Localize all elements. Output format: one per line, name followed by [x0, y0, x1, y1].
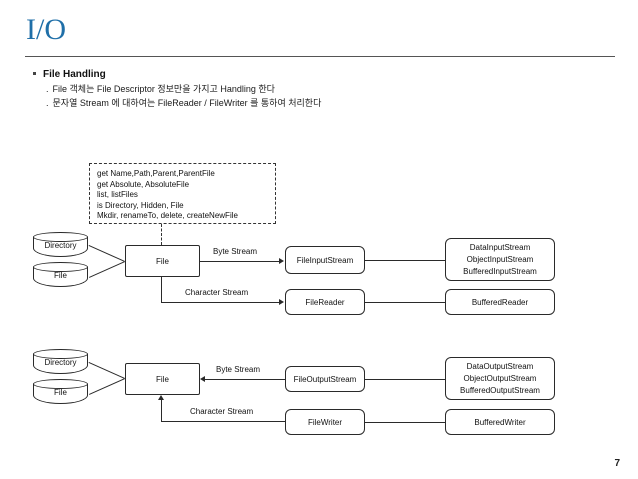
- output-edge-directory-to-file: [88, 362, 125, 379]
- output-node-objectoutputstream-label: ObjectOutputStream: [463, 373, 537, 383]
- bullet-sub-1-label: File 객체는 File Descriptor 정보만을 가지고 Handli…: [52, 84, 275, 94]
- page-title: I/O: [26, 13, 66, 46]
- output-connector-char-stage3: [365, 422, 445, 423]
- output-node-filewriter-label: FileWriter: [307, 417, 343, 427]
- file-methods-line-4: is Directory, Hidden, File: [97, 200, 184, 210]
- output-center-file-node: File: [125, 363, 200, 395]
- input-node-datainputstream-label: DataInputStream: [469, 242, 531, 252]
- output-node-decorator-streams: DataOutputStream ObjectOutputStream Buff…: [445, 357, 555, 400]
- bullet-sub-2: .문자열 Stream 에 대하여는 FileReader / FileWrit…: [46, 97, 321, 109]
- input-character-stream-arrowhead: [279, 299, 284, 305]
- input-byte-stream-line: [200, 261, 280, 262]
- input-center-file-label: File: [156, 256, 169, 266]
- input-byte-stream-arrowhead: [279, 258, 284, 264]
- cylinder-top: [33, 379, 88, 389]
- bullet-dot-icon-1: .: [46, 84, 49, 94]
- bullet-square-icon: [33, 71, 36, 75]
- output-byte-stream-line: [205, 379, 285, 380]
- output-source-file-label: File: [54, 388, 67, 397]
- input-node-bufferedreader: BufferedReader: [445, 289, 555, 315]
- cylinder-top: [33, 262, 88, 272]
- cylinder-body: [33, 354, 88, 374]
- output-node-fileoutputstream: FileOutputStream: [285, 366, 365, 392]
- input-source-directory-label: Directory: [44, 241, 77, 250]
- bullet-dot-icon-2: .: [46, 98, 49, 108]
- input-connector-char-stage3: [365, 302, 445, 303]
- output-source-file: File: [33, 379, 90, 406]
- input-node-fileinputstream-label: FileInputStream: [296, 255, 354, 265]
- bullet-file-handling: File Handling: [33, 68, 106, 81]
- output-source-directory: Directory: [33, 349, 90, 376]
- input-character-stream-vline: [161, 277, 162, 303]
- output-center-file-label: File: [156, 374, 169, 384]
- file-methods-line-3: list, listFiles: [97, 190, 138, 200]
- input-node-bufferedinputstream-label: BufferedInputStream: [463, 266, 537, 276]
- methods-box-connector: [161, 224, 162, 245]
- input-edge-file-to-file: [89, 261, 126, 278]
- input-connector-byte-stage3: [365, 260, 445, 261]
- input-source-file: File: [33, 262, 90, 289]
- input-node-filereader: FileReader: [285, 289, 365, 315]
- input-node-fileinputstream: FileInputStream: [285, 246, 365, 274]
- input-source-file-label: File: [54, 271, 67, 280]
- cylinder-body: [33, 267, 88, 287]
- file-methods-line-1: get Name,Path,Parent,ParentFile: [97, 169, 215, 178]
- input-byte-stream-label: Byte Stream: [213, 247, 258, 256]
- cylinder-top: [33, 232, 88, 242]
- input-node-filereader-label: FileReader: [305, 297, 345, 307]
- bullet-sub-2-label: 문자열 Stream 에 대하여는 FileReader / FileWrite…: [52, 98, 322, 108]
- input-center-file-node: File: [125, 245, 200, 277]
- output-node-bufferedoutputstream-label: BufferedOutputStream: [460, 385, 540, 395]
- output-node-dataoutputstream-label: DataOutputStream: [466, 361, 534, 371]
- output-character-stream-label: Character Stream: [190, 407, 254, 416]
- output-character-stream-vline: [161, 400, 162, 421]
- cylinder-top: [33, 349, 88, 359]
- output-node-bufferedwriter: BufferedWriter: [445, 409, 555, 435]
- input-node-bufferedreader-label: BufferedReader: [471, 297, 529, 307]
- output-source-directory-label: Directory: [44, 358, 77, 367]
- page-number: 7: [614, 458, 620, 469]
- output-connector-byte-stage3: [365, 379, 445, 380]
- input-node-decorator-streams: DataInputStream ObjectInputStream Buffer…: [445, 238, 555, 281]
- output-character-stream-arrowhead: [158, 395, 164, 400]
- output-edge-file-to-file: [89, 378, 126, 395]
- bullet-file-handling-label: File Handling: [43, 69, 106, 80]
- output-node-bufferedwriter-label: BufferedWriter: [474, 417, 526, 427]
- input-character-stream-label: Character Stream: [185, 288, 249, 297]
- file-methods-line-5: Mkdir, renameTo, delete, createNewFile: [97, 211, 238, 221]
- file-methods-line-2: get Absolute, AbsoluteFile: [97, 179, 190, 189]
- cylinder-body: [33, 384, 88, 404]
- cylinder-body: [33, 237, 88, 257]
- output-node-fileoutputstream-label: FileOutputStream: [293, 374, 357, 384]
- input-edge-directory-to-file: [88, 245, 125, 262]
- input-character-stream-hline: [161, 302, 280, 303]
- bullet-sub-1: .File 객체는 File Descriptor 정보만을 가지고 Handl…: [46, 83, 275, 95]
- output-byte-stream-label: Byte Stream: [216, 365, 261, 374]
- input-source-directory: Directory: [33, 232, 90, 259]
- title-divider: [25, 56, 615, 57]
- output-byte-stream-arrowhead: [200, 376, 205, 382]
- input-node-objectinputstream-label: ObjectInputStream: [466, 254, 534, 264]
- file-methods-box: get Name,Path,Parent,ParentFile get Abso…: [89, 163, 276, 224]
- output-character-stream-hline: [161, 421, 285, 422]
- output-node-filewriter: FileWriter: [285, 409, 365, 435]
